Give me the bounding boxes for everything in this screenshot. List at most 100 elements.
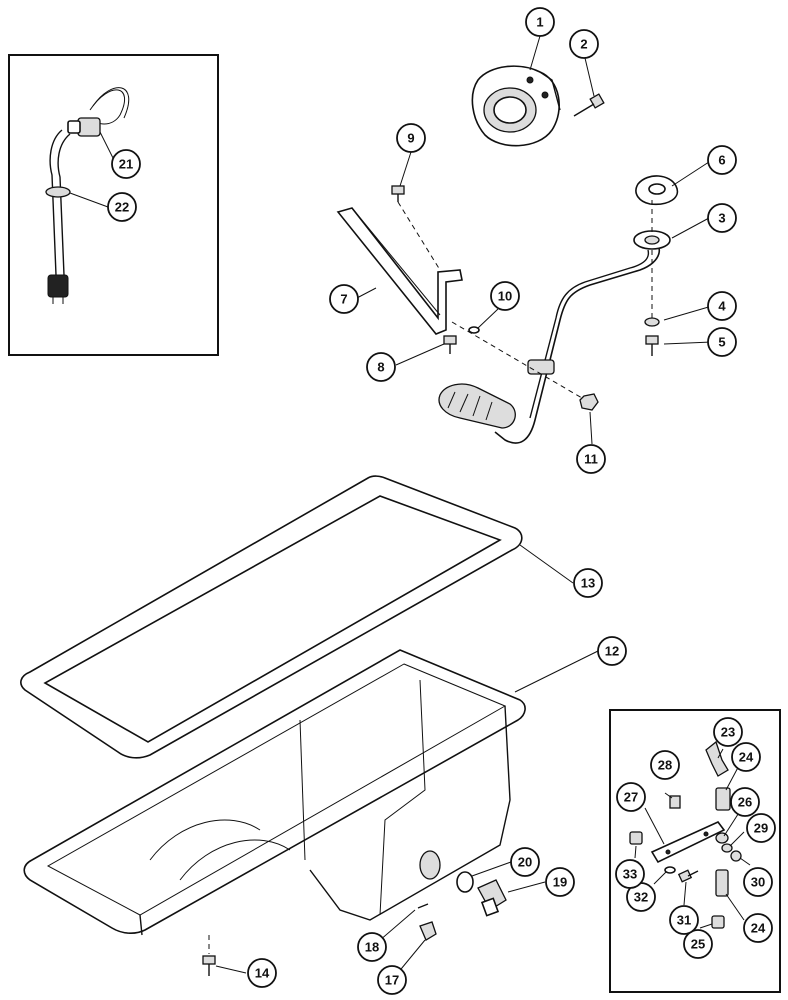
callout-circle <box>366 352 396 382</box>
suction-screen <box>438 383 516 429</box>
callout-25: 25 <box>683 929 713 959</box>
tube-nut <box>579 393 599 411</box>
callout-14: 14 <box>247 958 277 988</box>
washer <box>468 326 480 334</box>
callout-label: 11 <box>584 452 598 467</box>
callout-label: 4 <box>718 299 726 314</box>
callout-18: 18 <box>357 932 387 962</box>
callout-circle <box>329 284 359 314</box>
callout-circle <box>247 958 277 988</box>
callout-2: 2 <box>569 29 599 59</box>
cap-25 <box>711 915 725 929</box>
callout-label: 9 <box>407 131 414 146</box>
pan-capscrew <box>202 955 216 976</box>
callout-label: 18 <box>365 940 379 955</box>
callout-label: 19 <box>553 875 567 890</box>
fitting-plate <box>650 821 726 864</box>
callout-label: 33 <box>623 867 637 882</box>
callout-12: 12 <box>597 636 627 666</box>
callout-20: 20 <box>510 847 540 877</box>
washer-32 <box>664 866 676 874</box>
tee-fitting <box>715 832 729 844</box>
callout-circle <box>707 327 737 357</box>
callout-label: 22 <box>115 200 129 215</box>
callout-label: 20 <box>518 855 532 870</box>
callout-circle <box>731 742 761 772</box>
dowel <box>417 903 429 909</box>
callout-31: 31 <box>669 905 699 935</box>
callout-label: 10 <box>498 289 512 304</box>
callout-circle <box>357 932 387 962</box>
nut-30 <box>730 850 742 862</box>
callout-3: 3 <box>707 203 737 233</box>
callout-27: 27 <box>616 782 646 812</box>
callout-label: 28 <box>658 758 672 773</box>
callout-circle <box>111 149 141 179</box>
callout-label: 8 <box>377 360 384 375</box>
callout-13: 13 <box>573 568 603 598</box>
callout-9: 9 <box>396 123 426 153</box>
drain-plug-gasket <box>456 871 474 893</box>
leader-lines <box>69 35 751 981</box>
callout-label: 31 <box>677 913 691 928</box>
adapter-fitting-top <box>715 787 731 811</box>
plug-fitting <box>669 795 681 809</box>
callout-6: 6 <box>707 145 737 175</box>
coupling <box>629 831 643 845</box>
callout-24: 24 <box>743 913 773 943</box>
callout-label: 13 <box>581 576 595 591</box>
callout-circle <box>576 444 606 474</box>
callout-22: 22 <box>107 192 137 222</box>
nut-29 <box>721 843 733 853</box>
callout-33: 33 <box>615 859 645 889</box>
callout-label: 12 <box>605 644 619 659</box>
callout-23: 23 <box>713 717 743 747</box>
oil-pan-gasket <box>20 475 523 759</box>
tube-flange-gasket <box>635 175 679 206</box>
callout-7: 7 <box>329 284 359 314</box>
callout-label: 24 <box>751 921 766 936</box>
callout-circle <box>743 867 773 897</box>
callout-17: 17 <box>377 965 407 995</box>
callout-circle <box>615 859 645 889</box>
callout-circle <box>707 145 737 175</box>
callout-circle <box>669 905 699 935</box>
callout-circle <box>650 750 680 780</box>
callout-circle <box>683 929 713 959</box>
callout-label: 27 <box>624 790 638 805</box>
callout-circle <box>707 203 737 233</box>
callout-label: 30 <box>751 875 765 890</box>
callout-label: 23 <box>721 725 735 740</box>
inset-box-heater <box>8 54 219 356</box>
callout-24: 24 <box>731 742 761 772</box>
callout-label: 7 <box>340 292 347 307</box>
callout-circle <box>396 123 426 153</box>
elbow-fitting <box>705 740 729 777</box>
callout-circle <box>510 847 540 877</box>
oil-pan <box>23 649 526 936</box>
adapter-fitting-bottom <box>715 869 729 897</box>
callout-label: 1 <box>536 15 543 30</box>
callout-label: 25 <box>691 937 705 952</box>
callout-5: 5 <box>707 327 737 357</box>
callout-32: 32 <box>626 882 656 912</box>
pipe-plug <box>419 921 437 941</box>
callout-circle <box>569 29 599 59</box>
callout-circle <box>107 192 137 222</box>
callout-circle <box>573 568 603 598</box>
callout-28: 28 <box>650 750 680 780</box>
inset-box-fittings <box>609 709 781 993</box>
tube-lockwasher <box>644 317 660 327</box>
callout-label: 21 <box>119 157 133 172</box>
oil-pump <box>471 65 561 147</box>
callout-26: 26 <box>730 787 760 817</box>
bracket-bolt-bottom <box>443 335 457 354</box>
callout-11: 11 <box>576 444 606 474</box>
callout-label: 26 <box>738 795 752 810</box>
bracket-bolt-top <box>391 185 405 202</box>
callout-circle <box>616 782 646 812</box>
callout-circle <box>746 813 776 843</box>
callout-label: 3 <box>718 211 725 226</box>
